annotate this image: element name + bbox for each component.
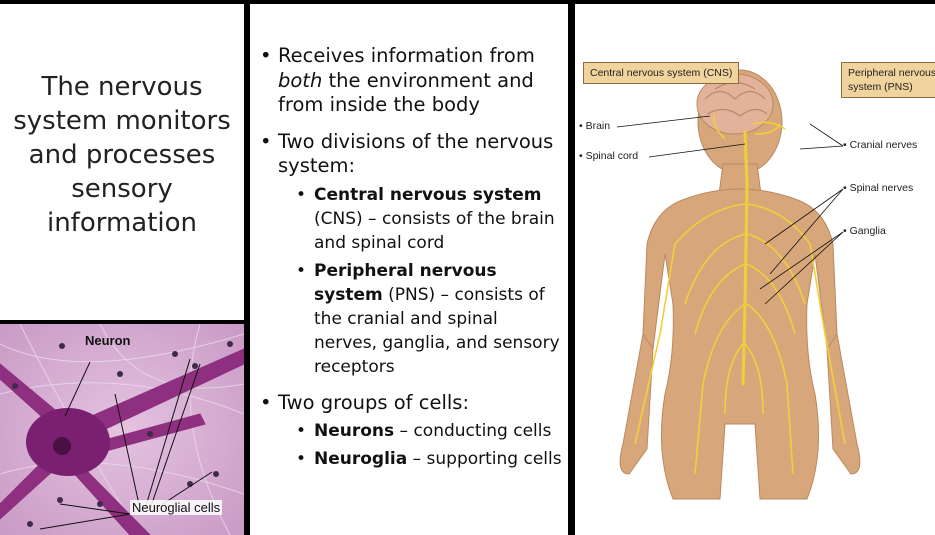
cns-label-box: Central nervous system (CNS) xyxy=(583,62,740,84)
nervous-system-diagram: Central nervous system (CNS) Peripheral … xyxy=(575,4,935,535)
micrograph-image: Neuron Neuroglial cells xyxy=(0,324,244,535)
sub-bullet-pns: Peripheral nervous system (PNS) – consis… xyxy=(278,259,563,379)
bullet-two-groups: Two groups of cells: Neurons – conductin… xyxy=(258,391,563,472)
term-neuroglia: Neuroglia xyxy=(314,449,408,469)
bullet-emphasis: both xyxy=(278,68,323,92)
slide-title: The nervous system monitors and processe… xyxy=(13,72,231,238)
bullet-text: Two groups of cells: xyxy=(278,390,470,414)
sub-bullet-text: – conducting cells xyxy=(394,421,552,441)
sub-bullet-list: Central nervous system (CNS) – consists … xyxy=(278,183,563,379)
spinal-nerves-label: • Spinal nerves xyxy=(843,182,914,194)
term-cns: Central nervous system xyxy=(314,184,542,205)
bullet-receives-info: Receives information from both the envir… xyxy=(258,44,563,118)
pns-label-box: Peripheral nervous system (PNS) xyxy=(841,62,935,98)
sub-bullet-text: (CNS) – consists of the brain and spinal… xyxy=(314,208,555,253)
brain-label: • Brain xyxy=(579,120,611,132)
term-pns: Peripheral nervous system xyxy=(314,260,497,305)
sub-bullet-neuroglia: Neuroglia – supporting cells xyxy=(278,447,563,471)
bullet-text: the environment and from inside the body xyxy=(278,68,534,117)
cranial-nerves-label: • Cranial nerves xyxy=(843,139,918,151)
title-panel: The nervous system monitors and processe… xyxy=(0,4,244,320)
sub-bullet-list: Neurons – conducting cells Neuroglia – s… xyxy=(278,419,563,471)
sub-bullet-text: – supporting cells xyxy=(407,449,562,469)
bullet-text: Receives information from xyxy=(278,44,535,67)
sub-bullet-cns: Central nervous system (CNS) – consists … xyxy=(278,183,563,255)
term-neurons: Neurons xyxy=(314,421,395,441)
bullet-panel: Receives information from both the envir… xyxy=(250,4,568,535)
bullet-two-divisions: Two divisions of the nervous system: Cen… xyxy=(258,130,563,379)
ganglia-label: • Ganglia xyxy=(843,225,886,237)
sub-bullet-text: (PNS) – consists of the cranial and spin… xyxy=(314,284,560,377)
body-illustration xyxy=(616,69,861,500)
spinal-cord-label: • Spinal cord xyxy=(579,150,639,162)
bullet-list: Receives information from both the envir… xyxy=(258,44,563,483)
neuron-micrograph xyxy=(0,324,244,535)
sub-bullet-neurons: Neurons – conducting cells xyxy=(278,419,563,443)
bullet-text: Two divisions of the nervous system: xyxy=(278,129,554,178)
neuroglial-cells-label: Neuroglial cells xyxy=(130,500,223,515)
neuron-label: Neuron xyxy=(85,333,131,348)
